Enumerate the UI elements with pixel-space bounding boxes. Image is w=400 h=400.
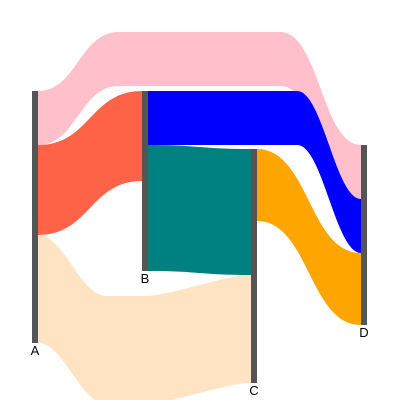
node-label-a: A	[31, 343, 40, 358]
node-b	[142, 91, 148, 271]
link-b-d	[148, 91, 361, 253]
link-a-b	[38, 91, 142, 235]
link-c-d	[257, 149, 361, 325]
node-c	[251, 149, 257, 383]
nodes-layer	[32, 91, 367, 383]
node-d	[361, 145, 367, 325]
link-a-d	[38, 32, 361, 199]
node-label-c: C	[249, 383, 258, 398]
node-label-b: B	[141, 271, 150, 286]
link-a-c	[38, 235, 251, 400]
labels-layer: A B C D	[31, 271, 369, 398]
links-layer	[38, 32, 361, 400]
node-label-d: D	[359, 325, 368, 340]
link-b-c	[148, 145, 251, 275]
node-a	[32, 91, 38, 343]
